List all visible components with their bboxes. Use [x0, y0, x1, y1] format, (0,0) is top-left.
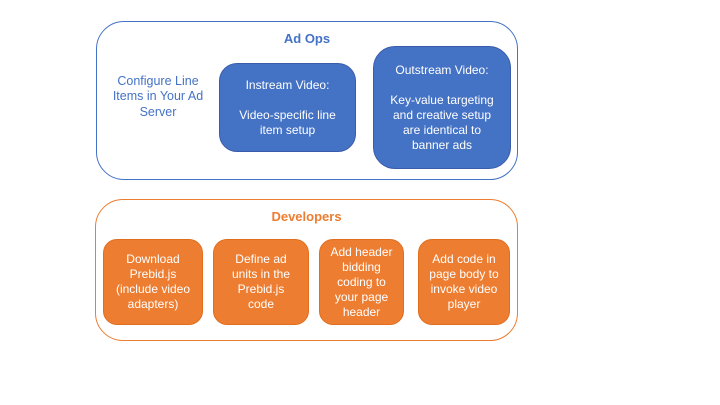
ad-ops-group: Ad Ops Configure Line Items in Your Ad S… — [96, 21, 518, 180]
step-add-page-body-code-text: Add code in page body to invoke video pl… — [429, 252, 499, 311]
step-add-page-body-code-box: Add code in page body to invoke video pl… — [418, 239, 510, 325]
step-define-ad-units-text: Define ad units in the Prebid.js code — [231, 252, 291, 311]
step-add-header-bidding-text: Add header bidding coding to your page h… — [330, 244, 393, 319]
outstream-video-text: Outstream Video: Key-value targeting and… — [390, 62, 494, 152]
instream-video-text: Instream Video: Video-specific line item… — [239, 77, 336, 137]
outstream-video-box: Outstream Video: Key-value targeting and… — [373, 46, 511, 169]
step-download-prebid-text: Download Prebid.js (include video adapte… — [115, 252, 191, 311]
developers-group: Developers Download Prebid.js (include v… — [95, 199, 518, 341]
step-add-header-bidding-box: Add header bidding coding to your page h… — [319, 239, 404, 325]
configure-line-items-note: Configure Line Items in Your Ad Server — [112, 74, 204, 119]
ad-ops-group-title: Ad Ops — [283, 31, 331, 46]
developers-group-title: Developers — [271, 209, 342, 224]
step-define-ad-units-box: Define ad units in the Prebid.js code — [213, 239, 309, 325]
step-download-prebid-box: Download Prebid.js (include video adapte… — [103, 239, 203, 325]
instream-video-box: Instream Video: Video-specific line item… — [219, 63, 356, 152]
